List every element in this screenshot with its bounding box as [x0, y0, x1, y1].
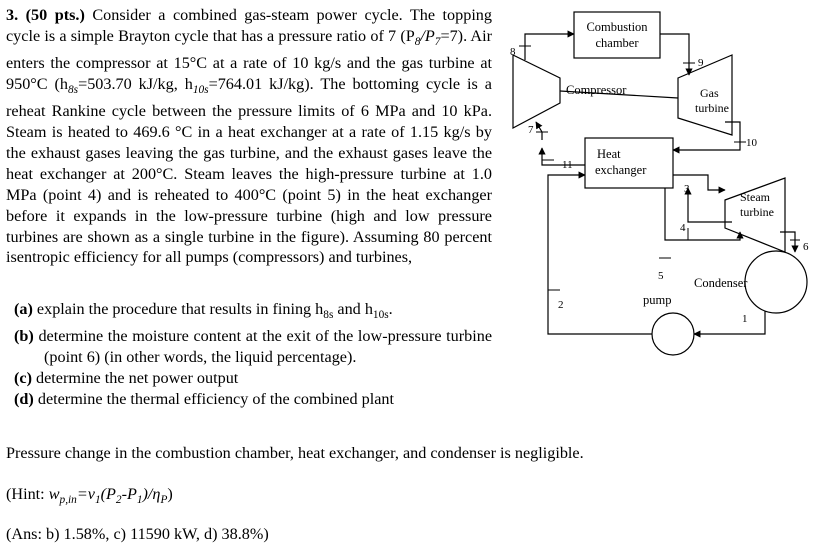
line-2: [547, 171, 652, 335]
point-3: 3: [684, 183, 690, 195]
point-4: 4: [680, 222, 686, 234]
problem-paragraph: 3. (50 pts.) Consider a combined gas-ste…: [6, 6, 492, 267]
problem-statement: 3. (50 pts.) Consider a combined gas-ste…: [6, 5, 492, 268]
compressor: [512, 54, 561, 129]
problem-text-2: =764.01 kJ/kg). The bottoming cycle is a…: [6, 74, 492, 267]
point-9: 9: [698, 57, 704, 69]
problem-text-1: Consider a combined gas-steam power cycl…: [6, 6, 492, 45]
problem-number: 3.: [6, 6, 19, 24]
heat-exchanger-label-2: exchanger: [595, 163, 647, 177]
steam-turbine-label-2: turbine: [740, 205, 774, 219]
point-7: 7: [528, 124, 534, 136]
steam-turbine-label-1: Steam: [740, 190, 771, 204]
combustion-label-2: chamber: [595, 36, 639, 50]
point-10: 10: [746, 137, 758, 149]
gas-turbine-label-1: Gas: [700, 86, 719, 100]
line-8: [524, 30, 575, 60]
heat-exchanger-label-1: Heat: [597, 147, 621, 161]
line-10: [672, 121, 741, 154]
gas-turbine-label-2: turbine: [695, 101, 729, 115]
question-parts: (a) explain the procedure that results i…: [14, 299, 492, 410]
hint: (Hint: wp,in=v1(P2-P1)/ηP): [6, 485, 173, 507]
condenser-label: Condenser: [694, 276, 748, 290]
heat-exchanger: [584, 137, 674, 189]
condenser: [744, 250, 808, 314]
point-8: 8: [510, 46, 516, 58]
line-6: [780, 231, 799, 253]
cycle-diagram: Combustion chamber Compressor Gas turbin…: [510, 11, 809, 356]
problem-points: (50 pts.): [25, 6, 85, 24]
point-6: 6: [803, 241, 809, 253]
part-c: (c) determine the net power output: [14, 368, 239, 387]
part-a: (a) explain the procedure that results i…: [14, 300, 393, 322]
gas-shaft: [559, 90, 679, 99]
pressure-note: Pressure change in the combustion chambe…: [6, 444, 584, 462]
combustion-label-1: Combustion: [586, 20, 648, 34]
point-5: 5: [658, 270, 664, 282]
line-1: [693, 311, 766, 338]
point-2: 2: [558, 299, 564, 311]
point-11: 11: [562, 159, 573, 171]
line-3: [673, 174, 726, 194]
pump: [651, 312, 695, 356]
combustion-chamber: [573, 11, 661, 59]
line-4: [684, 187, 732, 223]
part-d: (d) determine the thermal efficiency of …: [14, 389, 394, 408]
pump-label: pump: [643, 293, 671, 307]
point-1: 1: [742, 313, 748, 325]
line-9: [660, 33, 693, 76]
compressor-label: Compressor: [566, 83, 627, 97]
line-5: [664, 188, 744, 241]
line-7: [535, 121, 543, 140]
answer: (Ans: b) 1.58%, c) 11590 kW, d) 38.8%): [6, 525, 269, 543]
part-b: (b) determine the moisture content at th…: [14, 327, 492, 367]
line-11: [538, 147, 585, 166]
